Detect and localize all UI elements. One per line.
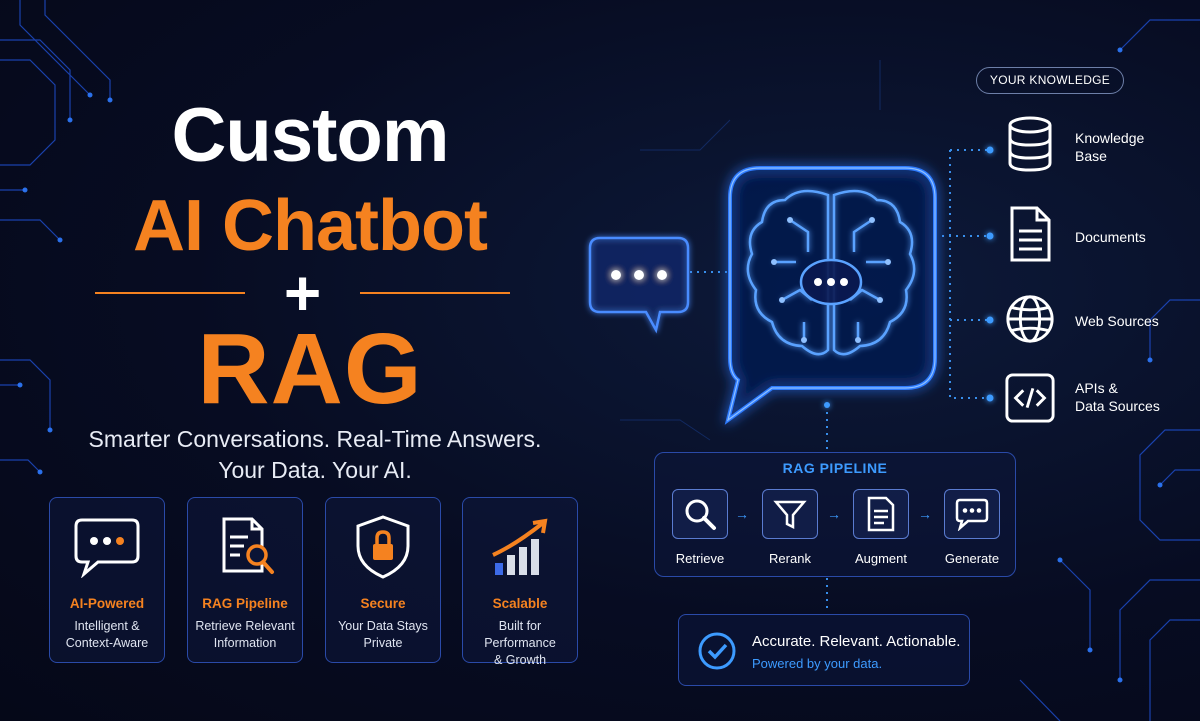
arrow-icon: →: [918, 506, 932, 522]
document-icon: [1004, 206, 1056, 262]
growth-chart-icon: [463, 512, 577, 582]
step-label-augment: Augment: [854, 551, 908, 566]
headline-rag: RAG: [197, 313, 423, 425]
arrow-icon: →: [827, 506, 841, 522]
feature-desc: Built for Performance & Growth: [465, 618, 575, 669]
feature-card-scalable: Scalable Built for Performance & Growth: [462, 497, 578, 667]
source-label-documents: Documents: [1075, 229, 1146, 245]
source-label-web-sources: Web Sources: [1075, 313, 1159, 329]
step-label-generate: Generate: [944, 551, 1000, 566]
source-label-line-1: Knowledge: [1075, 130, 1145, 146]
feature-desc: Your Data Stays Private: [328, 618, 438, 652]
database-icon: [1004, 116, 1056, 172]
result-headline: Accurate. Relevant. Actionable.: [752, 633, 961, 650]
headline-ai-chatbot: AI Chatbot: [133, 186, 488, 266]
plus-sign: +: [283, 257, 322, 329]
feature-title: Scalable: [492, 596, 548, 611]
feature-desc-line-1: Built for Performance: [484, 619, 556, 650]
feature-card-ai-powered: AI-Powered Intelligent & Context-Aware: [49, 497, 165, 663]
feature-desc-line-1: Retrieve Relevant: [195, 619, 295, 633]
tagline: Smarter Conversations. Real-Time Answers…: [0, 424, 630, 486]
document-search-icon: [188, 512, 302, 582]
source-label-line-2: Data Sources: [1075, 398, 1160, 414]
step-label-rerank: Rerank: [769, 551, 811, 566]
filter-icon: [762, 489, 818, 539]
divider-line-left: [95, 292, 245, 294]
feature-desc-line-1: Your Data Stays: [338, 619, 428, 633]
feature-desc-line-1: Intelligent &: [74, 619, 140, 633]
tagline-line-2: Your Data. Your AI.: [218, 457, 412, 483]
tagline-line-1: Smarter Conversations. Real-Time Answers…: [88, 426, 542, 452]
feature-desc-line-2: Context-Aware: [65, 636, 149, 650]
step-label-retrieve: Retrieve: [675, 551, 725, 566]
divider-line-right: [360, 292, 510, 294]
check-circle-icon: [698, 632, 736, 670]
your-knowledge-label: YOUR KNOWLEDGE: [976, 67, 1124, 94]
feature-title: AI-Powered: [69, 596, 145, 611]
feature-desc-line-2: Information: [213, 636, 277, 650]
document-icon: [853, 489, 909, 539]
feature-card-secure: Secure Your Data Stays Private: [325, 497, 441, 663]
chat-icon: [50, 512, 164, 582]
chat-icon: [944, 489, 1000, 539]
feature-card-rag-pipeline: RAG Pipeline Retrieve Relevant Informati…: [187, 497, 303, 663]
source-label-knowledge-base: Knowledge Base: [1075, 129, 1144, 165]
feature-desc: Retrieve Relevant Information: [190, 618, 300, 652]
arrow-icon: →: [735, 506, 749, 522]
rag-pipeline-title: RAG PIPELINE: [782, 460, 888, 476]
source-label-line-1: APIs &: [1075, 380, 1118, 396]
source-label-line-2: Base: [1075, 148, 1107, 164]
result-panel: [678, 614, 970, 686]
feature-desc-line-2: & Growth: [493, 653, 547, 667]
feature-desc-line-2: Private: [363, 636, 403, 650]
shield-lock-icon: [326, 512, 440, 582]
feature-desc: Intelligent & Context-Aware: [52, 618, 162, 652]
source-label-apis: APIs & Data Sources: [1075, 379, 1160, 415]
feature-title: Secure: [360, 596, 406, 611]
brain-chat-bubble-icon: [724, 166, 937, 425]
plus-divider: +: [95, 257, 510, 329]
headline-custom: Custom: [171, 93, 450, 178]
result-subline: Powered by your data.: [752, 656, 883, 671]
globe-icon: [1004, 293, 1056, 345]
feature-title: RAG Pipeline: [202, 596, 288, 611]
magnifier-icon: [672, 489, 728, 539]
code-icon: [1004, 372, 1056, 424]
